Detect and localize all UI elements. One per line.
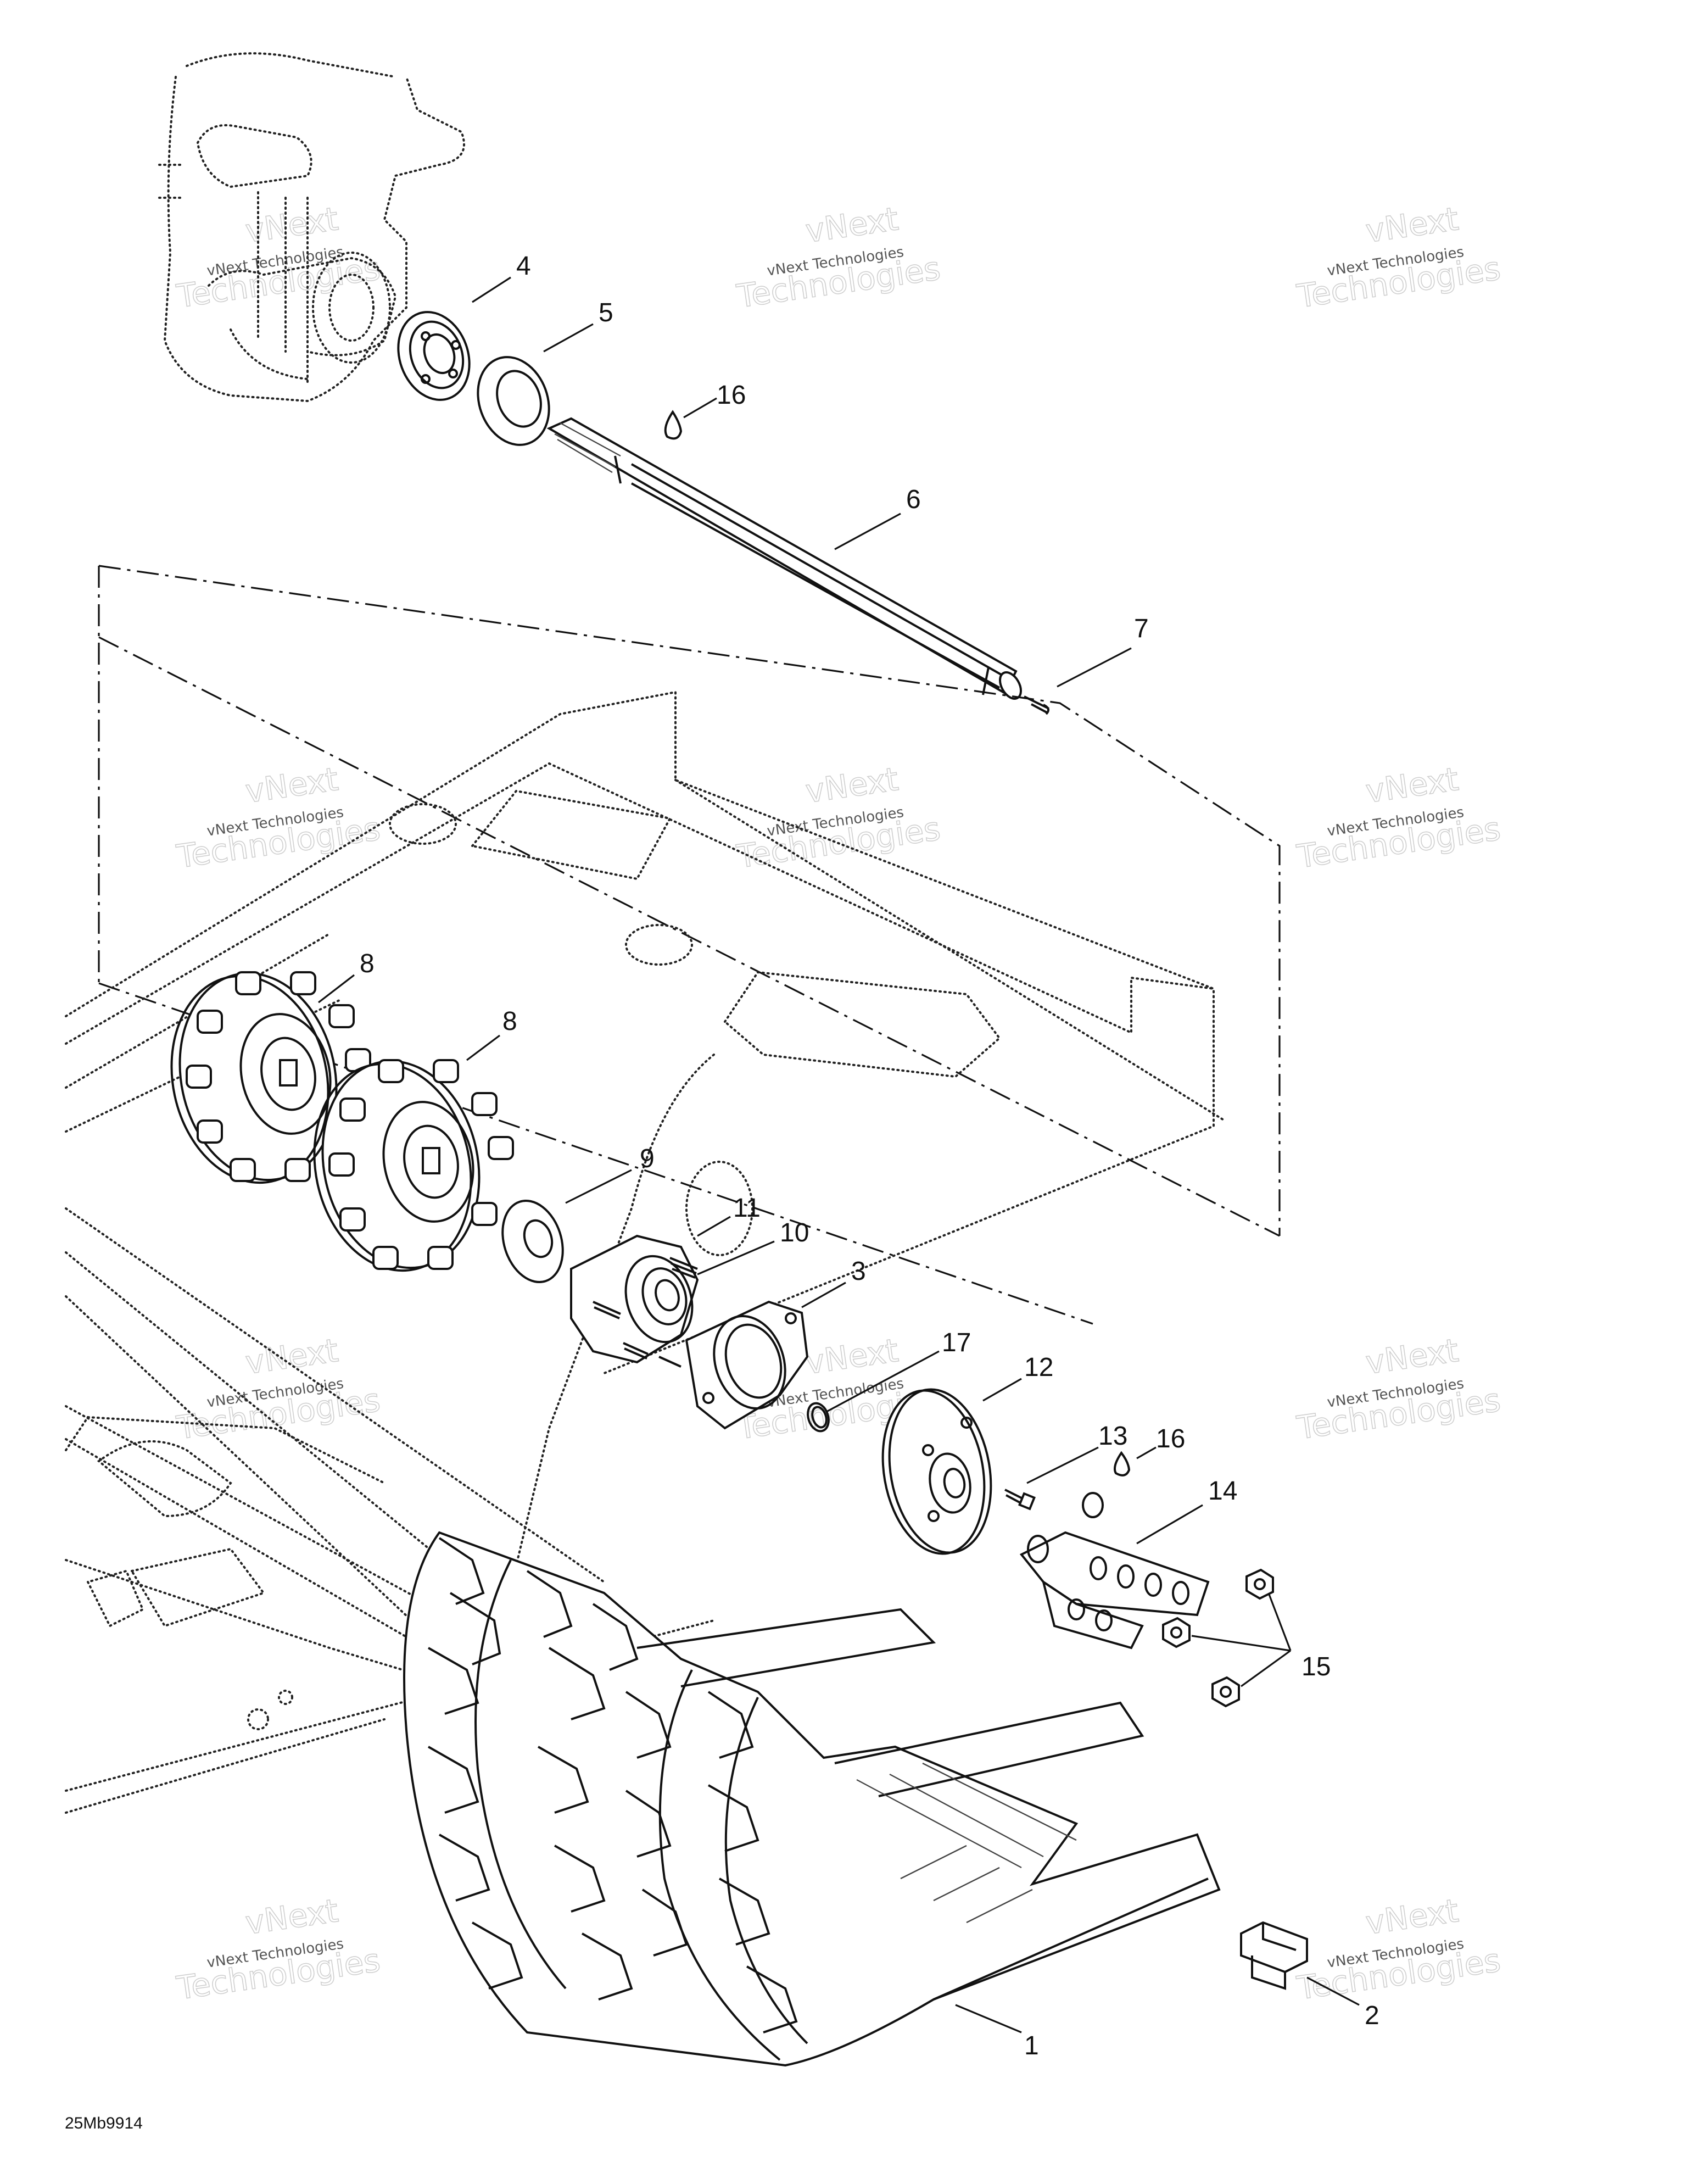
- watermark: vNext vNext Technologies Technologies: [734, 199, 943, 315]
- watermark: vNext vNext Technologies Technologies: [734, 760, 943, 876]
- callout-4: 4: [516, 252, 531, 281]
- callout-16: 16: [1156, 1424, 1185, 1453]
- flange-3: [685, 1300, 809, 1430]
- drive-sprocket-8-right: [313, 1059, 514, 1272]
- svg-text:vNext: vNext: [1364, 760, 1461, 810]
- seal-5: [477, 356, 550, 446]
- watermark: vNext vNext Technologies Technologies: [1294, 1891, 1503, 2007]
- callout-2: 2: [1365, 2001, 1379, 2030]
- callout-6: 6: [906, 485, 921, 514]
- svg-text:vNext: vNext: [243, 1892, 340, 1942]
- callout-14: 14: [1208, 1477, 1237, 1506]
- callout-11: 11: [733, 1194, 761, 1223]
- track-clip-2: [1240, 1921, 1308, 1990]
- svg-text:vNext: vNext: [1364, 1331, 1461, 1381]
- watermark: vNext vNext Technologies Technologies: [1294, 199, 1503, 315]
- callout-8: 8: [502, 1007, 517, 1036]
- nut-15: [1162, 1568, 1274, 1708]
- svg-text:vNext: vNext: [243, 760, 340, 810]
- drive-axle-6: [546, 417, 1022, 700]
- svg-text:vNext: vNext: [1364, 1892, 1461, 1942]
- brake-disc-12: [881, 1388, 992, 1555]
- watermark: vNext vNext Technologies Technologies: [174, 760, 383, 876]
- bearing-4: [397, 311, 471, 401]
- svg-text:vNext: vNext: [803, 760, 901, 810]
- callout-1: 1: [1024, 2031, 1039, 2060]
- callout-12: 12: [1024, 1353, 1053, 1382]
- bearing-housing-10: [570, 1234, 699, 1364]
- screw-13: [1004, 1489, 1036, 1511]
- callout-8: 8: [360, 949, 375, 978]
- callout-5: 5: [599, 298, 613, 327]
- svg-text:vNext: vNext: [803, 200, 901, 250]
- gearcase-housing: [158, 52, 465, 403]
- bracket-14: [1019, 1492, 1210, 1650]
- diagram-code: 25Mb9914: [65, 2114, 143, 2132]
- callout-13: 13: [1098, 1422, 1127, 1451]
- callout-17: 17: [942, 1328, 971, 1357]
- watermark: vNext vNext Technologies Technologies: [1294, 760, 1503, 876]
- callout-10: 10: [780, 1218, 809, 1247]
- callout-15: 15: [1301, 1652, 1331, 1681]
- stud-11: [593, 1257, 698, 1368]
- callout-16: 16: [717, 381, 746, 410]
- grease-icon: [664, 410, 683, 440]
- track-1: [403, 1531, 1221, 2067]
- circlip-17: [807, 1402, 830, 1433]
- watermark: vNext vNext Technologies Technologies: [1294, 1331, 1503, 1447]
- track-lugs: [428, 1537, 798, 2033]
- watermark: vNext vNext Technologies Technologies: [174, 199, 383, 315]
- callout-7: 7: [1134, 614, 1149, 643]
- callout-9: 9: [640, 1144, 655, 1173]
- leader-lines: [318, 276, 1360, 2033]
- watermark: vNext vNext Technologies Technologies: [174, 1891, 383, 2007]
- svg-text:vNext: vNext: [803, 1331, 901, 1381]
- spacer-9: [501, 1199, 564, 1284]
- callout-3: 3: [851, 1257, 866, 1286]
- grease-icon: [1114, 1451, 1131, 1477]
- svg-text:vNext: vNext: [1364, 200, 1461, 250]
- callout-labels: 4 5 16 6 7 8 8 9 11 10 3 17 12 13 16 14 …: [360, 252, 1379, 2060]
- svg-text:vNext: vNext: [243, 1331, 340, 1381]
